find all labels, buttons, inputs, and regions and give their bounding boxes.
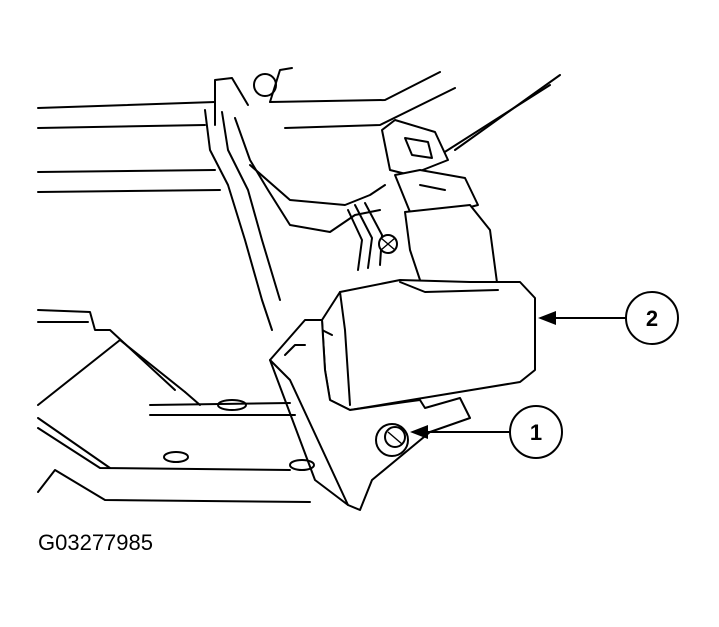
mounting-bracket	[204, 109, 386, 331]
callout-1-number: 1	[530, 420, 542, 445]
bolt-icon	[375, 423, 409, 457]
top-mount	[214, 67, 293, 126]
callout-1: 1	[410, 405, 563, 459]
floor-pan	[37, 309, 315, 503]
upper-rails	[37, 71, 561, 193]
callout-2: 2	[538, 291, 679, 345]
upper-screw-icon	[378, 234, 398, 254]
callout-2-number: 2	[646, 306, 658, 331]
base-plate	[269, 319, 471, 511]
figure-id-label: G03277985	[38, 530, 153, 555]
sensor-housing-icon	[321, 204, 536, 411]
connector	[347, 119, 479, 271]
